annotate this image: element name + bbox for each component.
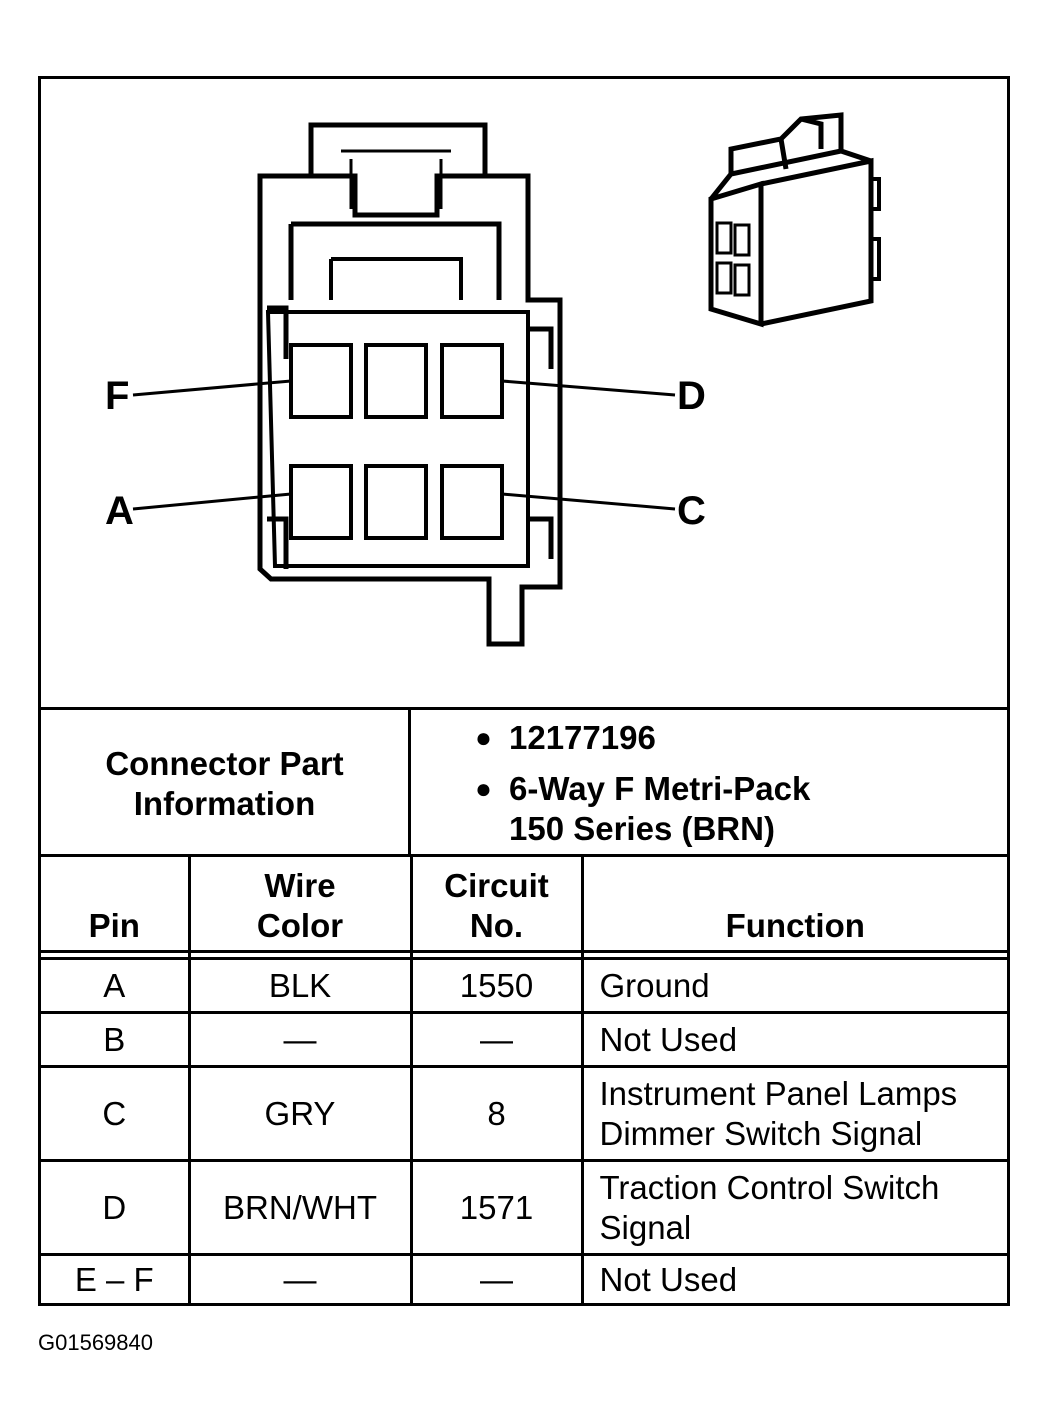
connector-diagram-frame: F D A C Connector Part Information ● 121… bbox=[38, 76, 1010, 1306]
pin-label-d: D bbox=[677, 374, 706, 418]
header-pin: Pin bbox=[41, 854, 191, 953]
cell-function: Not Used bbox=[580, 1011, 1007, 1068]
part-info-label-line1: Connector Part bbox=[105, 744, 344, 782]
connector-part-info: Connector Part Information ● 12177196 ● … bbox=[41, 707, 1007, 857]
figure-code: G01569840 bbox=[38, 1330, 153, 1355]
cell-pin: A bbox=[41, 957, 191, 1014]
bullet-icon: ● bbox=[475, 722, 492, 753]
cell-wire-color: — bbox=[187, 1011, 413, 1068]
cell-circuit: — bbox=[409, 1253, 584, 1305]
part-description-line2: 150 Series (BRN) bbox=[509, 810, 775, 847]
header-circuit: Circuit No. bbox=[409, 854, 584, 953]
cell-function: Instrument Panel Lamps Dimmer Switch Sig… bbox=[580, 1065, 1007, 1162]
part-info-label-line2: Information bbox=[133, 784, 316, 822]
cell-wire-color: BLK bbox=[187, 957, 413, 1014]
part-number: 12177196 bbox=[509, 719, 656, 756]
part-info-values: ● 12177196 ● 6-Way F Metri-Pack 150 Seri… bbox=[411, 710, 1007, 857]
connector-isometric-view bbox=[708, 112, 881, 328]
bullet-icon: ● bbox=[475, 773, 492, 804]
pin-label-c: C bbox=[677, 489, 706, 533]
table-row: C GRY 8 Instrument Panel Lamps Dimmer Sw… bbox=[41, 1065, 1007, 1162]
cell-circuit: — bbox=[409, 1011, 584, 1068]
cell-circuit: 1571 bbox=[409, 1159, 584, 1256]
table-row: D BRN/WHT 1571 Traction Control Switch S… bbox=[41, 1159, 1007, 1256]
header-function: Function bbox=[580, 854, 1007, 953]
table-row: A BLK 1550 Ground bbox=[41, 957, 1007, 1014]
pin-table-header: Pin Wire Color Circuit No. Function bbox=[41, 854, 1007, 953]
cell-function: Not Used bbox=[580, 1253, 1007, 1305]
cell-pin: D bbox=[41, 1159, 191, 1256]
connector-face-view bbox=[132, 122, 676, 647]
cell-function: Ground bbox=[580, 957, 1007, 1014]
cell-wire-color: GRY bbox=[187, 1065, 413, 1162]
cell-circuit: 1550 bbox=[409, 957, 584, 1014]
table-row: E – F — — Not Used bbox=[41, 1253, 1007, 1305]
pin-label-a: A bbox=[105, 489, 134, 533]
cell-circuit: 8 bbox=[409, 1065, 584, 1162]
cell-wire-color: — bbox=[187, 1253, 413, 1305]
pin-label-f: F bbox=[105, 374, 129, 418]
cell-pin: C bbox=[41, 1065, 191, 1162]
cell-pin: B bbox=[41, 1011, 191, 1068]
connector-diagram: F D A C bbox=[105, 112, 881, 647]
cell-pin: E – F bbox=[41, 1253, 191, 1305]
table-row: B — — Not Used bbox=[41, 1011, 1007, 1068]
part-description-line1: 6-Way F Metri-Pack bbox=[509, 770, 811, 807]
pin-table: Pin Wire Color Circuit No. Function A BL… bbox=[41, 854, 1007, 1305]
cell-wire-color: BRN/WHT bbox=[187, 1159, 413, 1256]
header-wire-color: Wire Color bbox=[187, 854, 413, 953]
cell-function: Traction Control Switch Signal bbox=[580, 1159, 1007, 1256]
part-info-label: Connector Part Information bbox=[41, 710, 411, 857]
